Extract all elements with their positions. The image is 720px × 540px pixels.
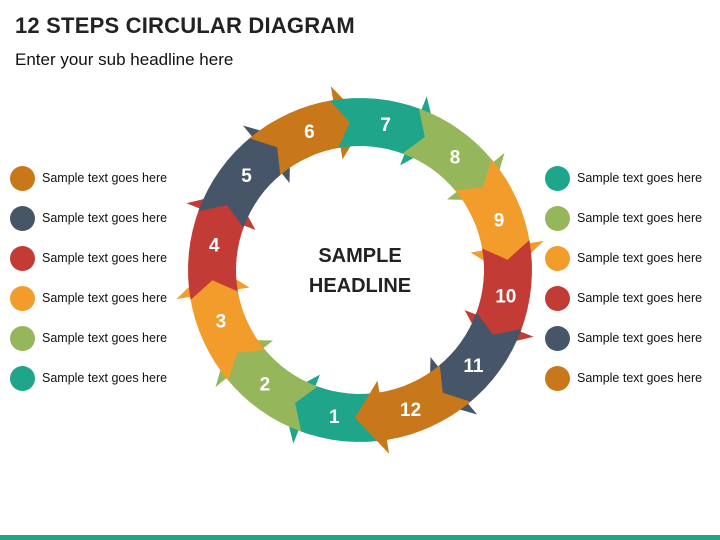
legend-right-item: Sample text goes here <box>545 278 720 318</box>
legend-dot <box>10 205 35 231</box>
legend-dot <box>545 285 570 311</box>
legend-dot <box>10 285 35 311</box>
legend-dot <box>545 365 570 391</box>
legend-dot <box>10 245 35 271</box>
step-arrow-2 <box>215 339 318 432</box>
center-headline-line2: HEADLINE <box>309 275 411 297</box>
legend-label: Sample text goes here <box>42 251 168 265</box>
legend-left-item: Sample text goes here <box>10 158 190 198</box>
legend-label: Sample text goes here <box>577 211 703 225</box>
legend-right-item: Sample text goes here <box>545 198 720 238</box>
legend-dot <box>545 205 570 231</box>
step-number-2: 2 <box>260 374 271 395</box>
step-number-7: 7 <box>380 115 391 136</box>
legend-right-item: Sample text goes here <box>545 238 720 278</box>
step-number-12: 12 <box>400 400 421 421</box>
step-arrow-3 <box>176 264 265 381</box>
bottom-accent-bar <box>0 535 720 540</box>
step-arrow-5 <box>198 125 291 228</box>
step-arrow-9 <box>455 159 544 276</box>
legend-label: Sample text goes here <box>577 371 703 385</box>
legend-label: Sample text goes here <box>42 171 168 185</box>
step-number-9: 9 <box>494 210 505 231</box>
legend-label: Sample text goes here <box>577 291 703 305</box>
legend-label: Sample text goes here <box>42 371 168 385</box>
step-arrow-11 <box>429 312 522 415</box>
step-number-5: 5 <box>241 166 252 187</box>
legend-label: Sample text goes here <box>42 211 168 225</box>
legend-left-item: Sample text goes here <box>10 278 190 318</box>
step-number-6: 6 <box>304 122 315 143</box>
step-number-11: 11 <box>463 356 484 377</box>
legend-left-item: Sample text goes here <box>10 358 190 398</box>
legend-dot <box>10 165 35 191</box>
step-number-8: 8 <box>450 148 461 169</box>
legend-left-item: Sample text goes here <box>10 198 190 238</box>
step-number-4: 4 <box>209 235 220 256</box>
legend-label: Sample text goes here <box>577 171 703 185</box>
legend-label: Sample text goes here <box>42 331 168 345</box>
step-number-10: 10 <box>495 287 516 308</box>
legend-label: Sample text goes here <box>577 331 703 345</box>
legend-label: Sample text goes here <box>577 251 703 265</box>
legend-dot <box>545 245 570 271</box>
step-arrow-6 <box>249 86 366 175</box>
legend-dot <box>545 325 570 351</box>
step-arrow-8 <box>402 108 505 201</box>
page-title: 12 STEPS CIRCULAR DIAGRAM <box>15 13 355 38</box>
legend-right-item: Sample text goes here <box>545 358 720 398</box>
legend-left-item: Sample text goes here <box>10 238 190 278</box>
legend-label: Sample text goes here <box>42 291 168 305</box>
legend-dot <box>10 365 35 391</box>
legend-dot <box>10 325 35 351</box>
legend-right-item: Sample text goes here <box>545 318 720 358</box>
page-subtitle: Enter your sub headline here <box>15 50 234 69</box>
legend-right-item: Sample text goes here <box>545 158 720 198</box>
legend-left-item: Sample text goes here <box>10 318 190 358</box>
center-headline-line1: SAMPLE <box>318 245 401 267</box>
step-arrow-12 <box>354 365 471 454</box>
step-number-3: 3 <box>216 312 227 333</box>
legend-dot <box>545 165 570 191</box>
step-number-1: 1 <box>329 407 340 428</box>
